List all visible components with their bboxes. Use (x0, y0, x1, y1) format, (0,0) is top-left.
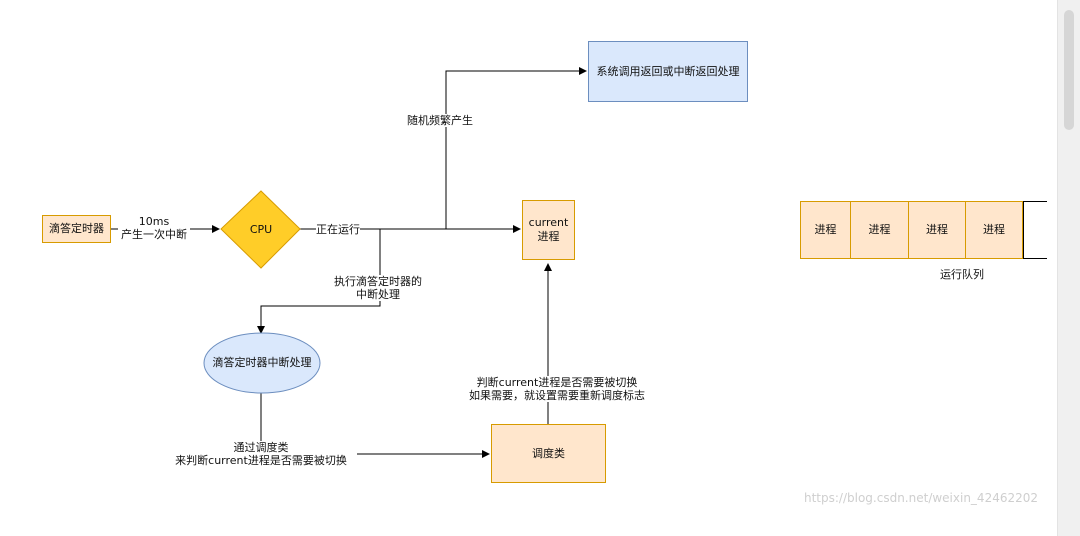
running-label-text: 正在运行 (316, 223, 360, 236)
diagram-canvas: 滴答定时器 CPU 系统调用返回或中断返回处理 current 进程 滴答定时器… (42, 41, 1047, 505)
current-process-node: current 进程 (522, 200, 575, 260)
interval-label-line-2: 产生一次中断 (121, 228, 187, 241)
run-queue-item-text: 进程 (868, 223, 891, 236)
random-frequent-label-text: 随机频繁产生 (407, 114, 473, 127)
running-label: 正在运行 (316, 223, 360, 236)
interval-label-line-1: 10ms (138, 215, 170, 228)
run-queue-empty-slot (1023, 201, 1047, 259)
cpu-text: CPU (249, 222, 273, 236)
run-queue-item: 进程 (800, 201, 851, 259)
judge-switch-label: 判断current进程是否需要被切换 如果需要，就设置需要重新调度标志 (448, 376, 666, 402)
current-process-text-2: 进程 (537, 230, 560, 243)
run-queue: 进程 进程 进程 进程 (800, 201, 1047, 259)
via-scheduler-label: 通过调度类 来判断current进程是否需要被切换 (165, 441, 357, 467)
current-process-text-1: current (528, 216, 569, 229)
cpu-node: CPU (221, 191, 301, 268)
edge-to-syscall-return (445, 67, 587, 229)
syscall-return-text: 系统调用返回或中断返回处理 (596, 64, 740, 78)
run-queue-item-text: 进程 (926, 223, 948, 236)
tick-handler-ellipse (203, 332, 321, 394)
scrollbar-thumb[interactable] (1064, 10, 1074, 130)
judge-switch-line-2: 如果需要，就设置需要重新调度标志 (469, 389, 645, 402)
edge-to-tick-handler (257, 229, 381, 334)
watermark: https://blog.csdn.net/weixin_42462202 (804, 491, 1038, 505)
run-queue-item: 进程 (851, 201, 909, 259)
run-queue-item-text: 进程 (983, 223, 1005, 236)
run-queue-item: 进程 (909, 201, 966, 259)
watermark-text: https://blog.csdn.net/weixin_42462202 (804, 491, 1039, 505)
judge-switch-line-1: 判断current进程是否需要被切换 (476, 376, 638, 389)
tick-handler-node: 滴答定时器中断处理 (204, 333, 320, 393)
run-queue-item: 进程 (966, 201, 1023, 259)
interval-label: 10ms 产生一次中断 (118, 215, 190, 241)
execute-handler-line-2: 中断处理 (356, 288, 400, 301)
tick-handler-text: 滴答定时器中断处理 (212, 356, 312, 369)
execute-handler-label: 执行滴答定时器的 中断处理 (316, 275, 440, 301)
via-scheduler-line-2: 来判断current进程是否需要被切换 (175, 454, 347, 467)
run-queue-label: 运行队列 (940, 268, 984, 281)
execute-handler-line-1: 执行滴答定时器的 (334, 275, 422, 288)
vertical-scrollbar[interactable] (1057, 0, 1080, 536)
syscall-return-node: 系统调用返回或中断返回处理 (588, 41, 748, 102)
run-queue-item-text: 进程 (814, 223, 837, 236)
random-frequent-label: 随机频繁产生 (407, 114, 473, 127)
scheduler-class-text: 调度类 (532, 446, 565, 460)
scheduler-class-node: 调度类 (491, 424, 606, 483)
tick-timer-node: 滴答定时器 (42, 215, 111, 243)
via-scheduler-line-1: 通过调度类 (233, 441, 289, 454)
cpu-diamond (220, 190, 301, 269)
run-queue-label-text: 运行队列 (940, 268, 984, 281)
tick-timer-text: 滴答定时器 (49, 222, 104, 235)
